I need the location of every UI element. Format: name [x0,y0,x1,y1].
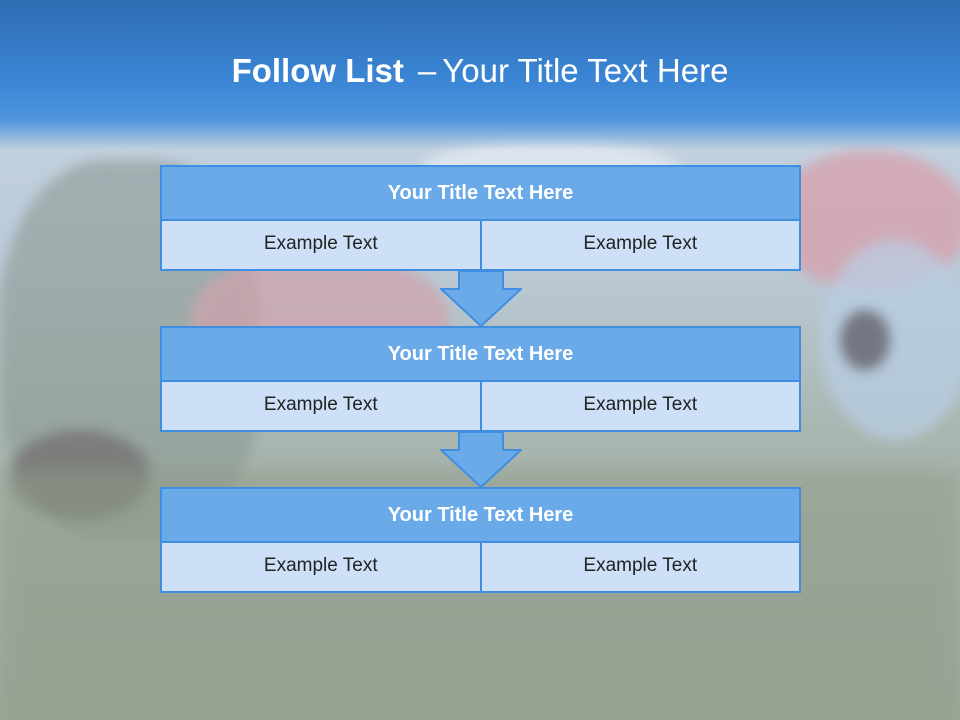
step-row: Example Text Example Text [160,382,801,432]
step-title: Your Title Text Here [160,326,801,382]
step-title: Your Title Text Here [160,165,801,221]
step-title: Your Title Text Here [160,487,801,543]
slide-title: Follow List–Your Title Text Here [0,52,960,90]
step-cell-left: Example Text [160,543,482,593]
header-band [0,0,960,150]
title-bold-text: Follow List [231,52,404,89]
step-block-1: Your Title Text Here Example Text Exampl… [160,165,801,271]
step-block-3: Your Title Text Here Example Text Exampl… [160,487,801,593]
step-cell-right: Example Text [481,543,801,593]
step-cell-left: Example Text [160,221,482,271]
down-arrow-icon [440,271,522,327]
step-row: Example Text Example Text [160,543,801,593]
title-separator: – [417,52,437,89]
title-rest-text: Your Title Text Here [442,52,729,89]
step-cell-left: Example Text [160,382,482,432]
step-cell-right: Example Text [481,221,801,271]
step-row: Example Text Example Text [160,221,801,271]
step-block-2: Your Title Text Here Example Text Exampl… [160,326,801,432]
background-shape [840,310,890,370]
step-cell-right: Example Text [481,382,801,432]
down-arrow-icon [440,432,522,488]
